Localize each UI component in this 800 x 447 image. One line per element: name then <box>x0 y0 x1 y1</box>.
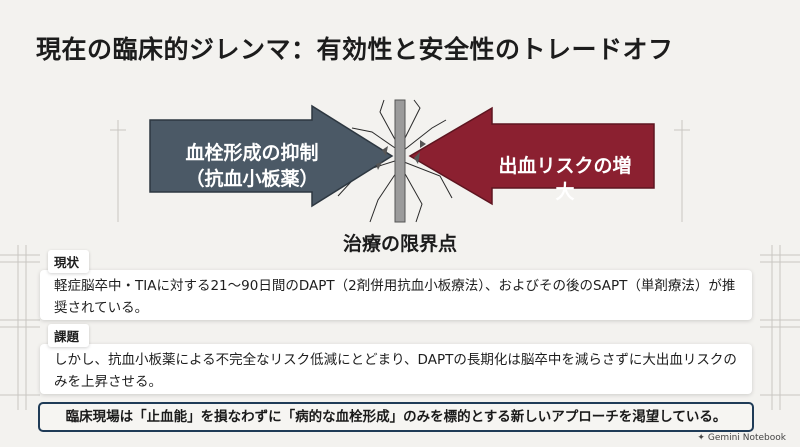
conclusion-banner: 臨床現場は「止血能」を損なわずに「病的な血栓形成」のみを標的とする新しいアプロー… <box>38 402 754 432</box>
issue-label: 課題 <box>48 324 90 347</box>
left-arrow-line2: （抗血小板薬） <box>185 168 319 190</box>
left-arrow-shape <box>149 104 394 208</box>
left-arrow-line1: 血栓形成の抑制 <box>185 142 319 164</box>
sparkle-icon: ✦ <box>697 433 705 443</box>
limit-wall <box>394 99 406 223</box>
page-title: 現在の臨床的ジレンマ：有効性と安全性のトレードオフ <box>36 35 674 64</box>
right-arrow-shape <box>408 106 655 206</box>
status-label: 現状 <box>48 250 90 273</box>
footer-brand-label: Gemini Notebook <box>707 433 786 443</box>
issue-box: しかし、抗血小板薬による不完全なリスク低減にとどまり、DAPTの長期化は脳卒中を… <box>40 344 752 394</box>
footer-brand: ✦ Gemini Notebook <box>697 433 786 443</box>
right-arrow-label: 出血リスクの増大 <box>498 155 632 203</box>
center-limit-label: 治療の限界点 <box>342 233 457 255</box>
status-box: 軽症脳卒中・TIAに対する21〜90日間のDAPT（2剤併用抗血小板療法）、およ… <box>40 270 752 320</box>
left-arrow-label: 血栓形成の抑制 （抗血小板薬） <box>172 140 332 192</box>
